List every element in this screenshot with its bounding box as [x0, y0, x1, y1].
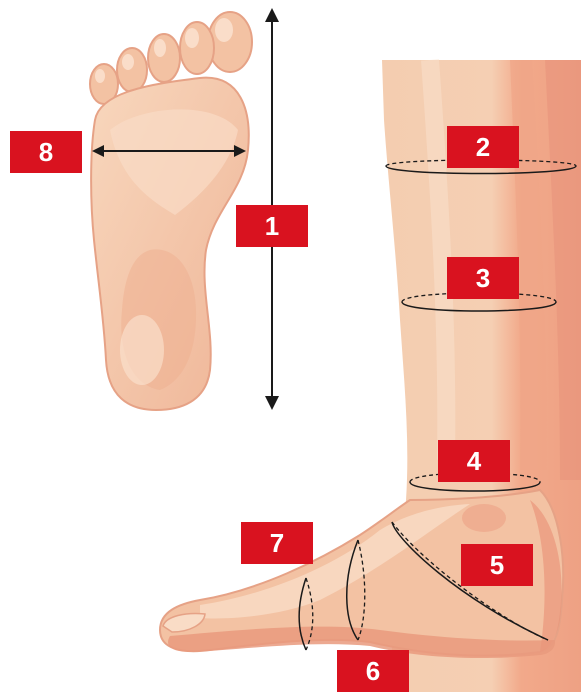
label-5: 5 [461, 544, 533, 586]
label-6: 6 [337, 650, 409, 692]
label-7: 7 [241, 522, 313, 564]
foot-sole [90, 12, 252, 410]
label-3: 3 [447, 257, 519, 299]
label-1: 1 [236, 205, 308, 247]
label-8: 8 [10, 131, 82, 173]
label-2: 2 [447, 126, 519, 168]
toe-second [180, 22, 214, 74]
label-4: 4 [438, 440, 510, 482]
toe-fourth [117, 48, 147, 92]
toe-big [208, 12, 252, 72]
toe-third [148, 34, 180, 82]
